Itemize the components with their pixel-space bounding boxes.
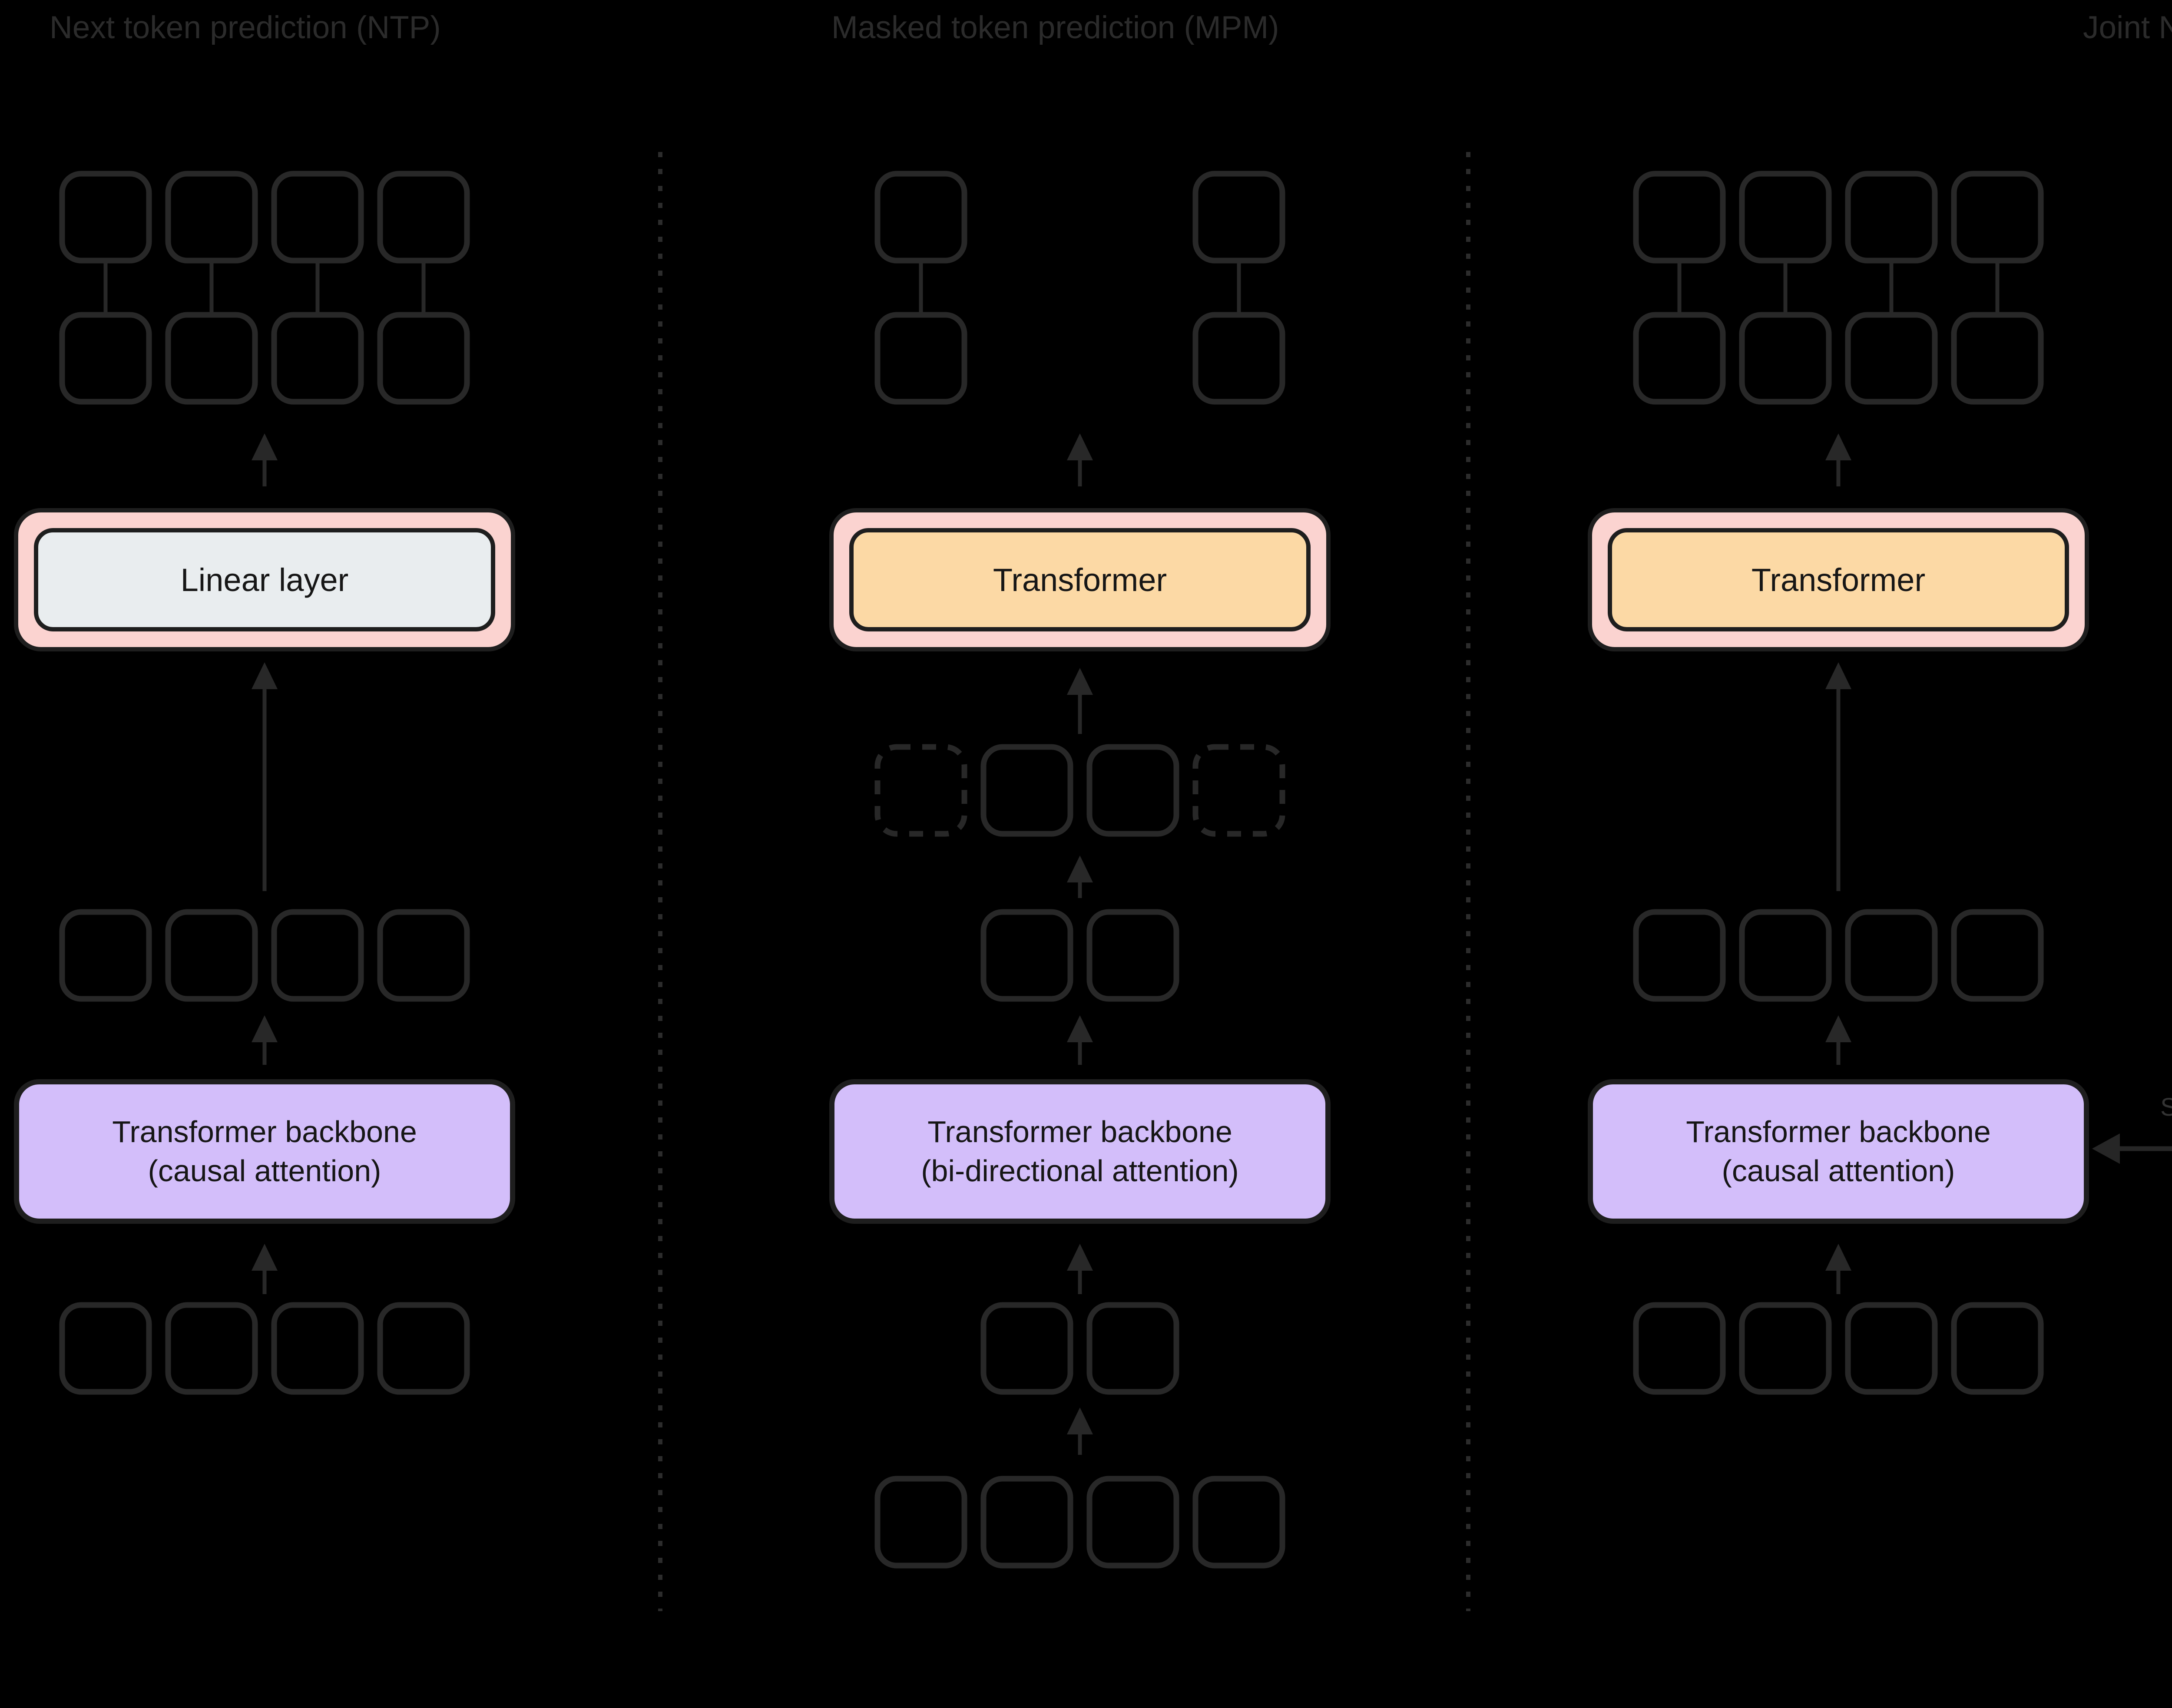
transformer-box-inner: Transformer — [849, 528, 1311, 631]
token — [1951, 171, 2044, 264]
backbone-box-mpm: Transformer backbone (bi-directional att… — [829, 1079, 1331, 1224]
linear-layer-box: Linear layer — [14, 508, 515, 651]
backbone-label-line1: Transformer backbone — [112, 1114, 417, 1149]
token — [980, 1302, 1073, 1395]
up-arrow — [1825, 1015, 1851, 1042]
backbone-box-ntp: Transformer backbone (causal attention) — [14, 1079, 515, 1224]
token — [1951, 1302, 2044, 1395]
token — [377, 312, 470, 405]
up-arrow — [1067, 1015, 1093, 1042]
token — [1633, 312, 1726, 405]
token — [1633, 1302, 1726, 1395]
token — [1192, 171, 1285, 264]
token — [59, 171, 152, 264]
token — [1086, 1476, 1179, 1569]
linear-layer-box-inner: Linear layer — [34, 528, 495, 631]
token — [1739, 171, 1832, 264]
backbone-label-line1: Transformer backbone — [1686, 1114, 1991, 1149]
panel-mpm-tokens — [874, 171, 1285, 1569]
token — [165, 171, 258, 264]
backbone-label-line2: (causal attention) — [148, 1153, 381, 1188]
token — [1845, 909, 1938, 1002]
up-arrow — [1067, 1407, 1093, 1434]
up-arrow — [1067, 856, 1093, 882]
token — [1739, 1302, 1832, 1395]
up-arrow — [252, 433, 278, 460]
token — [1845, 312, 1938, 405]
token — [165, 1302, 258, 1395]
token — [1951, 909, 2044, 1002]
up-arrow — [1825, 1244, 1851, 1271]
token — [1633, 171, 1726, 264]
backbone-label-line2: (causal attention) — [1722, 1153, 1955, 1188]
masked-token — [874, 744, 967, 837]
token — [1086, 1302, 1179, 1395]
panel-ntp-arrows — [252, 433, 278, 1294]
transformer-box-inner: Transformer — [1608, 528, 2069, 631]
token — [377, 909, 470, 1002]
token — [980, 909, 1073, 1002]
transformer-box-mpm: Transformer — [829, 508, 1331, 651]
up-arrow — [252, 1015, 278, 1042]
token — [59, 1302, 152, 1395]
token — [271, 909, 364, 1002]
transformer-label: Transformer — [1751, 562, 1926, 598]
token — [59, 312, 152, 405]
token — [980, 1476, 1073, 1569]
panel-title-ntp: Next token prediction (NTP) — [50, 10, 441, 45]
panel-title-joint: Joint NTP and MPM — [2083, 10, 2172, 45]
backbone-label-line2: (bi-directional attention) — [921, 1153, 1239, 1188]
up-arrow — [252, 662, 278, 689]
up-arrow — [1067, 1244, 1093, 1271]
transformer-label: Transformer — [993, 562, 1167, 598]
panel-joint-causal-arrows — [1825, 433, 1851, 1294]
transformer-box-joint-causal: Transformer — [1588, 508, 2089, 651]
token — [377, 1302, 470, 1395]
token — [1192, 312, 1285, 405]
shared-weights-arrow — [2092, 1133, 2172, 1164]
token — [1086, 744, 1179, 837]
up-arrow — [1067, 668, 1093, 695]
token — [1086, 909, 1179, 1002]
token — [1739, 312, 1832, 405]
token — [165, 909, 258, 1002]
token — [874, 312, 967, 405]
token — [1951, 312, 2044, 405]
linear-layer-label: Linear layer — [180, 562, 349, 598]
panel-ntp-tokens — [59, 171, 470, 1395]
token — [271, 1302, 364, 1395]
token — [1192, 1476, 1285, 1569]
token — [1845, 1302, 1938, 1395]
shared-weights-label: Shared weights — [2160, 1093, 2172, 1121]
token — [874, 171, 967, 264]
token — [1845, 171, 1938, 264]
token — [271, 312, 364, 405]
token — [271, 171, 364, 264]
token — [874, 1476, 967, 1569]
backbone-box-joint-causal: Transformer backbone (causal attention) — [1588, 1079, 2089, 1224]
panel-joint-causal-tokens — [1633, 171, 2044, 1395]
up-arrow — [1067, 433, 1093, 460]
token — [165, 312, 258, 405]
panel-mpm-arrows — [1067, 433, 1093, 1455]
backbone-label-line1: Transformer backbone — [927, 1114, 1232, 1149]
up-arrow — [252, 1244, 278, 1271]
up-arrow — [1825, 662, 1851, 689]
masked-token — [1192, 744, 1285, 837]
token — [377, 171, 470, 264]
panel-title-mpm: Masked token prediction (MPM) — [831, 10, 1279, 45]
up-arrow — [1825, 433, 1851, 460]
token — [1739, 909, 1832, 1002]
token — [59, 909, 152, 1002]
token — [1633, 909, 1726, 1002]
token — [980, 744, 1073, 837]
